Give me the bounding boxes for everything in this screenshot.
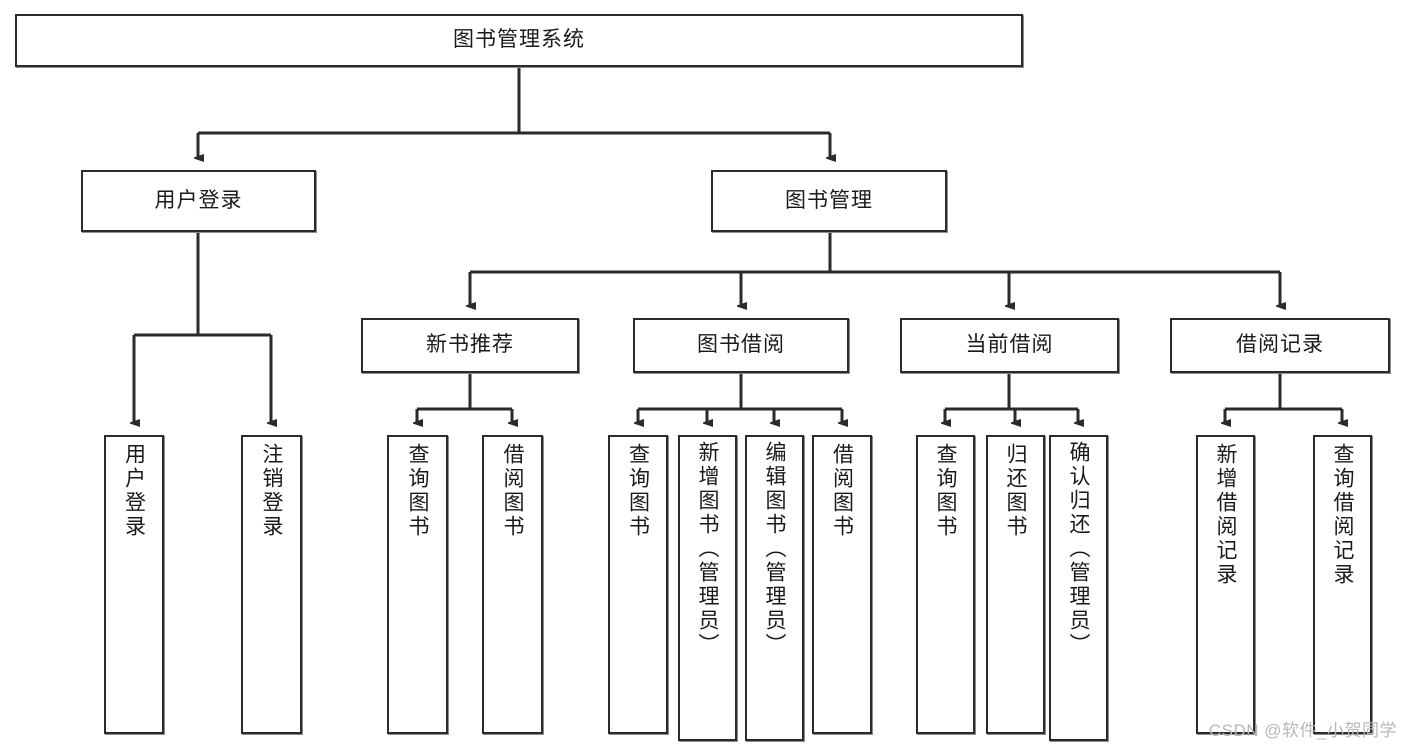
- node-label: 借阅图书: [830, 443, 854, 539]
- leaf-node[interactable]: 确认归还（管理员）: [1049, 435, 1108, 741]
- leaf-node[interactable]: 编辑图书（管理员）: [745, 435, 804, 741]
- leaf-node[interactable]: 归还图书: [986, 435, 1045, 734]
- node-label: 查询图书: [626, 443, 650, 539]
- leaf-node[interactable]: 查询图书: [916, 435, 975, 734]
- node-root-system[interactable]: 图书管理系统: [15, 14, 1023, 67]
- node-label: 查询图书: [406, 443, 429, 539]
- node-book-management[interactable]: 图书管理: [711, 170, 947, 232]
- node-new-book-recommend[interactable]: 新书推荐: [361, 318, 579, 373]
- leaf-node[interactable]: 借阅图书: [812, 435, 872, 734]
- node-label: 新书推荐: [426, 333, 514, 357]
- node-label: 查询借阅记录: [1331, 443, 1354, 587]
- leaf-node[interactable]: 注销登录: [241, 435, 302, 734]
- node-label: 确认归还（管理员）: [1067, 441, 1090, 657]
- node-book-borrow[interactable]: 图书借阅: [633, 318, 849, 373]
- node-label: 查询图书: [934, 443, 957, 539]
- node-current-borrow[interactable]: 当前借阅: [900, 318, 1119, 373]
- leaf-node[interactable]: 查询借阅记录: [1313, 435, 1372, 734]
- node-borrow-record[interactable]: 借阅记录: [1170, 318, 1390, 373]
- leaf-node[interactable]: 借阅图书: [482, 435, 543, 734]
- csdn-watermark: CSDN @软件_小贺同学: [1208, 721, 1397, 740]
- node-user-login[interactable]: 用户登录: [81, 170, 316, 232]
- node-label: 借阅图书: [501, 443, 524, 539]
- node-label: 注销登录: [260, 443, 283, 539]
- leaf-node[interactable]: 查询图书: [608, 435, 668, 734]
- node-label: 新增借阅记录: [1214, 443, 1237, 587]
- node-label: 归还图书: [1004, 443, 1027, 539]
- leaf-node[interactable]: 新增图书（管理员）: [678, 435, 737, 741]
- node-label: 图书借阅: [697, 333, 785, 357]
- leaf-node[interactable]: 新增借阅记录: [1196, 435, 1255, 734]
- node-label: 编辑图书（管理员）: [763, 441, 786, 657]
- node-label: 用户登录: [122, 443, 146, 539]
- leaf-node[interactable]: 查询图书: [387, 435, 448, 734]
- node-label: 图书管理: [785, 188, 873, 212]
- node-label: 用户登录: [154, 188, 243, 212]
- node-label: 当前借阅: [965, 333, 1054, 357]
- node-label: 图书管理系统: [453, 28, 585, 52]
- node-label: 新增图书（管理员）: [696, 441, 719, 657]
- node-label: 借阅记录: [1236, 333, 1324, 357]
- leaf-node[interactable]: 用户登录: [104, 435, 164, 734]
